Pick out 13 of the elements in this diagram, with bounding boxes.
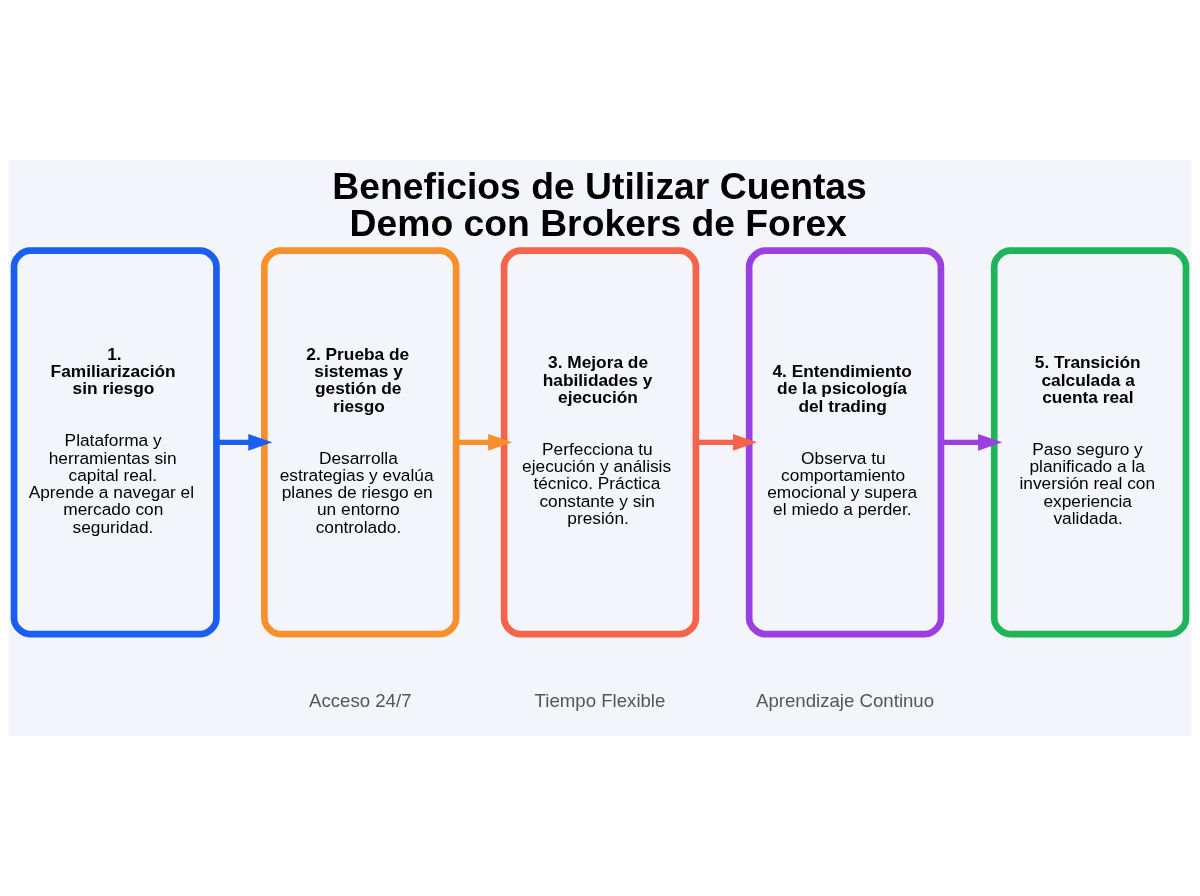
node-box: 4. Entendimiento de la psicología del trading Observa tu comportamiento emocional y supera el miedo a perder.: [745, 247, 945, 638]
node-box: 1. Familiarización sin riesgo Plataforma y herramientas sin capital real. Aprende a navegar el mercado con seguridad.: [10, 247, 220, 638]
arrow: [696, 433, 758, 451]
arrow: [216, 433, 273, 451]
node-box: 3. Mejora de habilidades y ejecución Perfecciona tu ejecución y análisis técnico. Práctica constante y sin presión.: [500, 247, 700, 638]
arrow: [941, 433, 1003, 451]
label: Tiempo Flexible: [534, 689, 666, 711]
node-box: 5. Transición calculada a cuenta real Paso seguro y planificado a la inversión real con experiencia validada.: [990, 247, 1190, 638]
node-box: 2. Prueba de sistemas y gestión de riesgo Desarrolla estrategias y evalúa planes de riesgo en un entorno controlado.: [261, 247, 460, 638]
arrow: [456, 433, 513, 451]
diagram-title: Beneficios de Utilizar Cuentas Demo con Brokers de Forex: [332, 165, 867, 245]
label: Acceso 24/7: [309, 689, 412, 711]
label: Aprendizaje Continuo: [756, 689, 935, 711]
